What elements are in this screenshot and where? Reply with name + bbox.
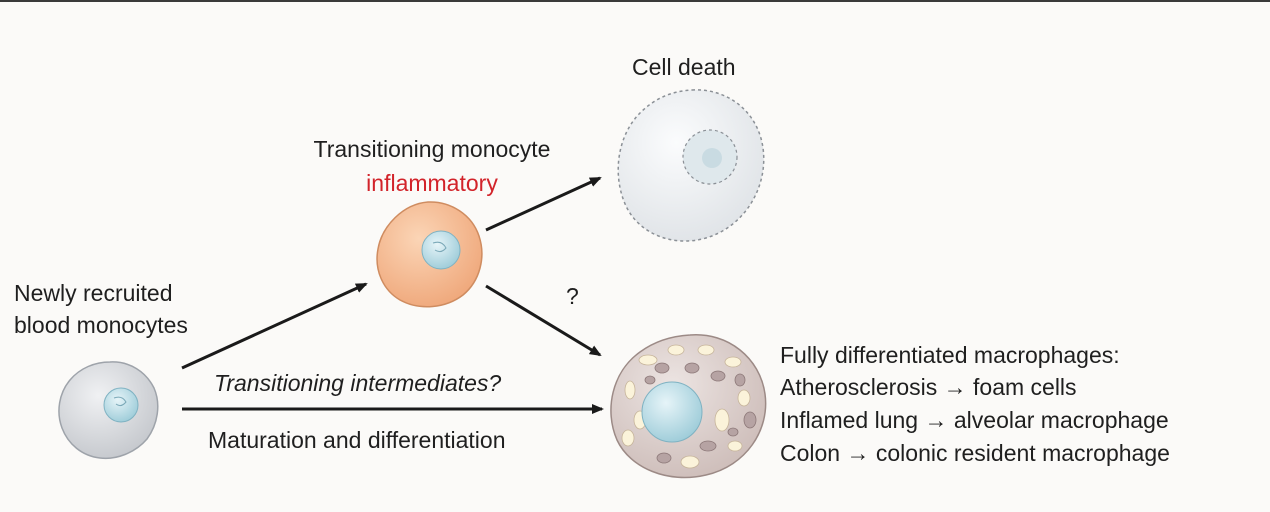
macrophage-cell-icon xyxy=(610,334,767,479)
newly-recruited-label-line1: Newly recruited xyxy=(14,280,173,306)
dead-cell-icon xyxy=(617,89,765,242)
arrow-to-cell-death xyxy=(485,176,602,232)
cell-death-label: Cell death xyxy=(632,54,736,80)
top-border xyxy=(0,0,1270,2)
maturation-label: Maturation and differentiation xyxy=(208,427,506,453)
question-mark-label: ? xyxy=(566,283,579,309)
macrophages-title: Fully differentiated macrophages: xyxy=(780,342,1120,368)
inflammatory-label: inflammatory xyxy=(366,170,498,196)
macrophage-example-colon: Colon → colonic resident macrophage xyxy=(780,440,1170,466)
monocyte-cell-icon xyxy=(58,361,159,460)
arrow-to-macrophage-uncertain xyxy=(485,284,602,357)
newly-recruited-label-line2: blood monocytes xyxy=(14,312,188,338)
transitioning-monocyte-label: Transitioning monocyte xyxy=(313,136,551,162)
transitioning-intermediates-label: Transitioning intermediates? xyxy=(214,370,502,396)
macrophage-example-atherosclerosis: Atherosclerosis → foam cells xyxy=(780,374,1077,400)
arrow-to-inflammatory xyxy=(181,282,368,370)
inflammatory-monocyte-cell-icon xyxy=(376,201,483,308)
macrophage-example-lung: Inflamed lung → alveolar macrophage xyxy=(780,407,1169,433)
